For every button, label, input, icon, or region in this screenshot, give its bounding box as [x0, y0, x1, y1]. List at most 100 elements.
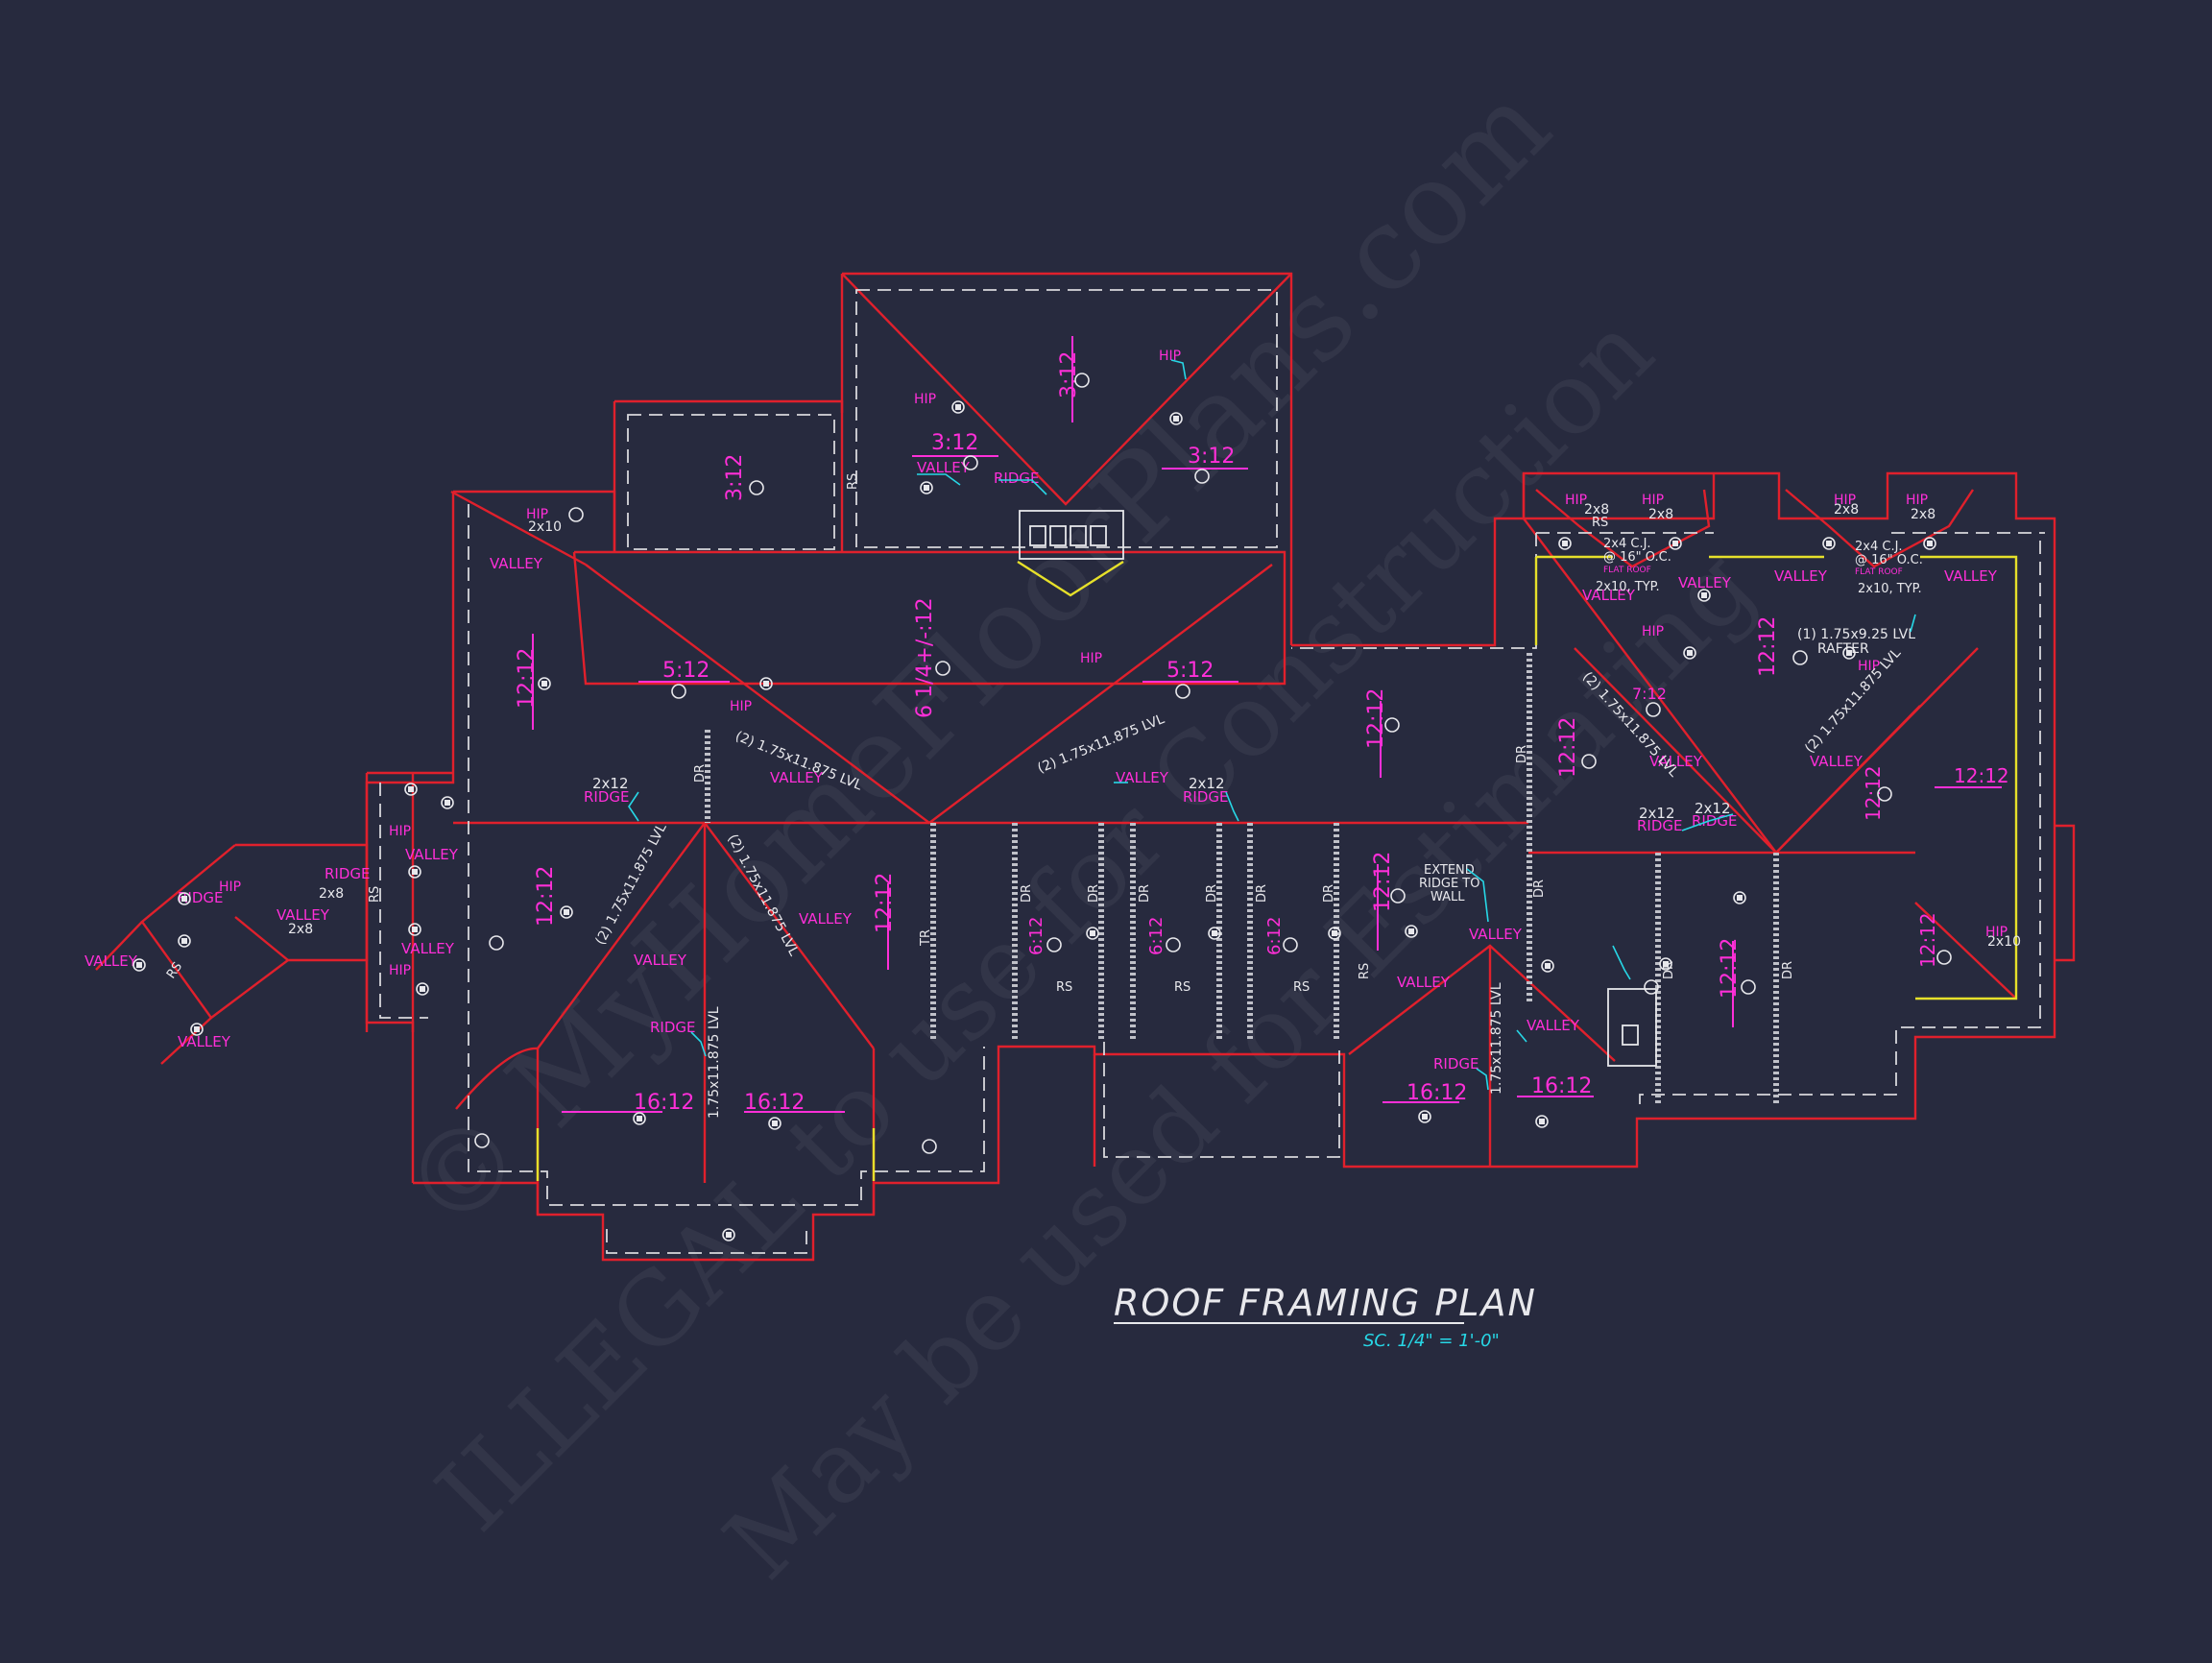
valley-label: VALLEY	[1582, 587, 1636, 604]
plan-marker-circle	[1390, 888, 1406, 904]
rs-label: RS	[1358, 963, 1372, 979]
plan-marker-bullet	[1822, 537, 1836, 550]
ridge-size: 2x12	[1189, 775, 1225, 792]
hip-label: HIP	[1565, 493, 1587, 508]
plan-marker-dot	[1212, 930, 1217, 936]
ridge-label: RIDGE	[650, 1019, 696, 1036]
pitch-label: 12:12	[1364, 688, 1388, 749]
plan-marker-dot	[924, 485, 929, 491]
plan-marker-dot	[1672, 541, 1678, 546]
plan-marker-circle	[935, 661, 950, 676]
pitch-label: 6:12	[1026, 917, 1046, 955]
hip-label: HIP	[1642, 493, 1664, 508]
pitch-label: 12:12	[1862, 765, 1885, 821]
plan-marker-bullet	[768, 1117, 781, 1130]
ridge-label: RIDGE	[994, 470, 1040, 487]
plan-marker-bullet	[1208, 927, 1221, 940]
marker-group	[132, 373, 1952, 1241]
valley-label: VALLEY	[1678, 574, 1732, 591]
valley-label: VALLEY	[401, 940, 455, 957]
rs-label: RS	[1293, 980, 1310, 995]
plan-marker-bullet	[759, 677, 773, 690]
wall-lines	[379, 289, 2045, 1254]
plan-marker-circle	[568, 507, 584, 522]
plan-marker-dot	[1927, 541, 1933, 546]
rs-label: RS	[846, 473, 860, 490]
pitch-label: 12:12	[1954, 764, 2009, 787]
plan-marker-bullet	[1669, 537, 1682, 550]
hip-label: HIP	[219, 880, 241, 895]
lvl-label: 1.75x11.875 LVL	[1489, 982, 1504, 1095]
plan-marker-bullet	[178, 892, 191, 905]
rs-label: RS	[1592, 516, 1608, 530]
plan-marker-bullet	[1328, 927, 1341, 940]
pitch-label: 12:12	[534, 866, 558, 927]
valley-label: VALLEY	[1116, 769, 1169, 786]
dr-label: DR	[1322, 884, 1336, 903]
plan-marker-bullet	[633, 1112, 646, 1125]
plan-marker-dot	[1422, 1114, 1428, 1120]
plan-marker-dot	[772, 1121, 778, 1126]
plan-marker-dot	[412, 869, 418, 875]
valley-label: VALLEY	[1810, 753, 1863, 770]
ridge-label: RIDGE	[325, 865, 371, 882]
valley-label: VALLEY	[405, 846, 459, 863]
plan-marker-circle	[1792, 650, 1808, 665]
plan-marker-circle	[1644, 979, 1659, 995]
valley-label: VALLEY	[1649, 753, 1703, 770]
plan-marker-dot	[564, 909, 569, 915]
valley-label: VALLEY	[490, 555, 543, 572]
valley-label: VALLEY	[1469, 926, 1523, 943]
rs-label: RS	[1056, 980, 1072, 995]
plan-marker-bullet	[190, 1023, 204, 1036]
leaders	[628, 359, 1916, 1091]
pitch-callouts: 3:12 3:12 3:12 3:12 5:12 5:12 6 1/4+/-:1…	[515, 351, 2009, 1115]
dr-label: DR	[1138, 884, 1152, 903]
plan-marker-bullet	[560, 905, 573, 919]
drawing-title: ROOF FRAMING PLAN	[1114, 1282, 1537, 1324]
plan-marker-dot	[1173, 416, 1179, 422]
pitch-label: 16:12	[1407, 1081, 1467, 1105]
pitch-label: 16:12	[1531, 1074, 1592, 1098]
plan-marker-dot	[1332, 930, 1337, 936]
pitch-label: 12:12	[1916, 912, 1939, 968]
pitch-label: 12:12	[515, 648, 539, 709]
drawing-scale: SC. 1/4" = 1'-0"	[1363, 1331, 1500, 1351]
plan-marker-bullet	[1733, 891, 1746, 904]
dr-label: DR	[1020, 884, 1034, 903]
pitch-label: 3:12	[1188, 445, 1235, 469]
plan-marker-circle	[1046, 937, 1062, 952]
plan-marker-bullet	[1535, 1115, 1549, 1128]
ridge-label: RIDGE	[1637, 817, 1683, 834]
hip-label: HIP	[1642, 624, 1664, 639]
plan-marker-circle	[1194, 469, 1210, 484]
plan-marker-circle	[1877, 786, 1892, 802]
tr-label: TR	[919, 929, 933, 947]
plan-marker-bullet	[951, 400, 965, 414]
size-label: 2x8	[288, 922, 313, 937]
plan-marker-bullet	[1842, 646, 1856, 660]
dr-label: DR	[693, 764, 708, 783]
flat-roof-label: FLAT ROOF	[1603, 566, 1651, 575]
plan-marker-circle	[671, 684, 686, 699]
plan-marker-circle	[922, 1139, 937, 1154]
plan-marker-circle	[1175, 684, 1190, 699]
pitch-label: 3:12	[723, 454, 747, 501]
plan-marker-circle	[489, 935, 504, 951]
hip-label: HIP	[1080, 651, 1102, 666]
extend-note: EXTEND	[1424, 863, 1475, 878]
plan-marker-bullet	[1541, 959, 1554, 973]
plan-marker-bullet	[408, 865, 421, 879]
dr-label: DR	[1255, 884, 1269, 903]
plan-marker-bullet	[416, 982, 429, 996]
plan-marker-dot	[1408, 928, 1414, 934]
dr-label: DR	[1532, 880, 1547, 898]
plan-marker-bullet	[1418, 1110, 1431, 1123]
plan-marker-dot	[181, 896, 187, 902]
size-label: 2x10	[1987, 934, 2021, 950]
watermark-line-1: © MyHomeFloorPlans.com	[376, 60, 1575, 1258]
pitch-label: 3:12	[931, 431, 978, 455]
plan-marker-circle	[963, 455, 978, 470]
pitch-label: 12:12	[873, 873, 897, 933]
